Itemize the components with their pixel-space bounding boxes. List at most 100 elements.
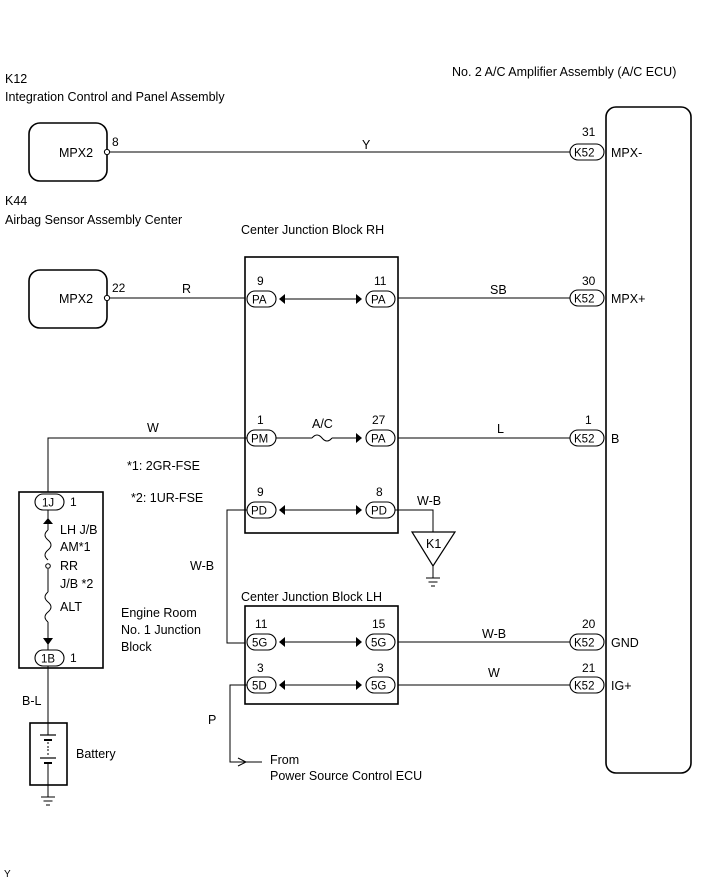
note-1: *1: 2GR-FSE (127, 459, 200, 473)
amp-pin-1: 1 (585, 413, 592, 427)
cjb-rh-pin-9-pd: 9 (257, 485, 264, 499)
cjb-rh-conn-pa-right-label: PA (371, 295, 386, 307)
cjb-rh-conn-pa-27 (365, 429, 396, 447)
wire-color-sb: SB (490, 283, 507, 297)
cjb-rh-pin-27-pa: 27 (372, 413, 386, 427)
arrow-left-icon (279, 680, 285, 690)
wire-color-w-ig: W (488, 666, 500, 680)
jb-name-line2: No. 1 Junction (121, 623, 201, 637)
cjb-rh-conn-pa-left-label: PA (252, 295, 267, 307)
arrow-right-icon (356, 294, 362, 304)
k12-terminal: MPX2 (59, 146, 93, 160)
arrow-up-icon (43, 518, 53, 524)
cjb-rh-pin-9-pa: 9 (257, 274, 264, 288)
amp-pin-30: 30 (582, 274, 596, 288)
footer-mark: Y (4, 869, 11, 880)
cjb-lh-conn-5g-3-label: 5G (371, 681, 386, 693)
cjb-rh-conn-pa-27-label: PA (371, 434, 386, 446)
cjb-lh-pin-3-5g: 3 (377, 661, 384, 675)
amp-signal-mpx-minus: MPX- (611, 146, 642, 160)
note-2: *2: 1UR-FSE (131, 491, 203, 505)
k52-label-1: K52 (574, 434, 594, 446)
fuse-icon (44, 591, 52, 623)
cjb-lh-conn-5d-label: 5D (252, 681, 267, 693)
cjb-lh-conn-5g-left-label: 5G (252, 638, 267, 650)
wire-color-p: P (208, 713, 216, 727)
ground-point-k1 (410, 531, 457, 568)
k52-connector-1 (569, 429, 605, 447)
jb-conn-1b-label: 1B (41, 654, 55, 666)
cjb-lh-pin-11: 11 (255, 617, 268, 631)
k52-label-20: K52 (574, 638, 594, 650)
cjb-lh-pin-15: 15 (372, 617, 386, 631)
wire-color-l: L (497, 422, 504, 436)
amp-signal-gnd: GND (611, 636, 639, 650)
wire-color-y: Y (362, 138, 371, 152)
wire-color-wb-gnd: W-B (482, 627, 506, 641)
jb-conn-1b (34, 649, 65, 667)
cjb-lh-pin-3-5d: 3 (257, 661, 264, 675)
k12-code: K12 (5, 72, 27, 86)
k44-terminal: MPX2 (59, 292, 93, 306)
engine-room-jb-box (18, 491, 104, 669)
jb-name-line3: Block (121, 640, 152, 654)
wire-ig-source (229, 684, 247, 763)
jb-conn-1j (34, 493, 65, 511)
battery-icon (40, 723, 56, 785)
wire-color-wb-link: W-B (190, 559, 214, 573)
amp-pin-20: 20 (582, 617, 596, 631)
jb-pin-1b: 1 (70, 651, 77, 665)
k52-connector-21 (569, 676, 605, 694)
power-source-ecu-label: Power Source Control ECU (270, 769, 422, 783)
k44-name: Airbag Sensor Assembly Center (5, 213, 182, 227)
wire-ground-k1 (395, 509, 434, 532)
arrow-down-icon (43, 638, 53, 645)
k52-label-31: K52 (574, 148, 594, 160)
cjb-rh-conn-pd-left-label: PD (251, 506, 267, 518)
cjb-rh-conn-pm-label: PM (251, 434, 268, 446)
wire-color-w-top: W (147, 421, 159, 435)
amp-signal-mpx-plus: MPX+ (611, 292, 645, 306)
arrow-right-icon (356, 680, 362, 690)
fuse-icon (44, 529, 52, 561)
arrow-right-icon (356, 637, 362, 647)
k44-pin-node (103, 294, 111, 302)
k44-pin: 22 (112, 281, 126, 295)
k52-label-21: K52 (574, 681, 594, 693)
k52-connector-30 (569, 289, 605, 307)
ac-amplifier-name: No. 2 A/C Amplifier Assembly (A/C ECU) (452, 65, 676, 79)
cjb-lh-title: Center Junction Block LH (241, 590, 382, 604)
cjb-rh-pin-11-pa: 11 (374, 274, 387, 288)
amp-pin-21: 21 (582, 661, 596, 675)
cjb-lh-conn-5g-3 (365, 676, 396, 694)
amp-signal-ig-plus: IG+ (611, 679, 632, 693)
fuse-jb2-label: J/B *2 (60, 577, 93, 591)
k52-connector-31 (569, 143, 605, 161)
cjb-rh-title: Center Junction Block RH (241, 223, 384, 237)
amp-signal-b: B (611, 432, 619, 446)
k52-label-30: K52 (574, 294, 594, 306)
cjb-rh-conn-pa-right (365, 290, 396, 308)
cjb-lh-conn-5g-left (246, 633, 277, 651)
arrow-left-icon (279, 637, 285, 647)
fuse-am-label: AM*1 (60, 540, 91, 554)
arrow-left-icon (279, 294, 285, 304)
wire-color-bl: B-L (22, 694, 42, 708)
battery-label: Battery (76, 747, 116, 761)
cjb-rh-pin-1-pm: 1 (257, 413, 264, 427)
arrow-left-icon (279, 505, 285, 515)
ac-amplifier-box (605, 106, 692, 774)
wire-color-wb-k1: W-B (417, 494, 441, 508)
cjb-lh-conn-5g-right (365, 633, 396, 651)
arrow-right-icon (356, 433, 362, 443)
wire-cjb-gnd-link (226, 509, 247, 644)
k44-code: K44 (5, 194, 27, 208)
cjb-lh-conn-5g-right-label: 5G (371, 638, 386, 650)
wire-color-r: R (182, 282, 191, 296)
ground-icon (41, 796, 55, 806)
jb-conn-1j-label: 1J (42, 498, 54, 510)
k52-connector-20 (569, 633, 605, 651)
k12-pin-node (103, 148, 111, 156)
jb-name-line1: Engine Room (121, 606, 197, 620)
